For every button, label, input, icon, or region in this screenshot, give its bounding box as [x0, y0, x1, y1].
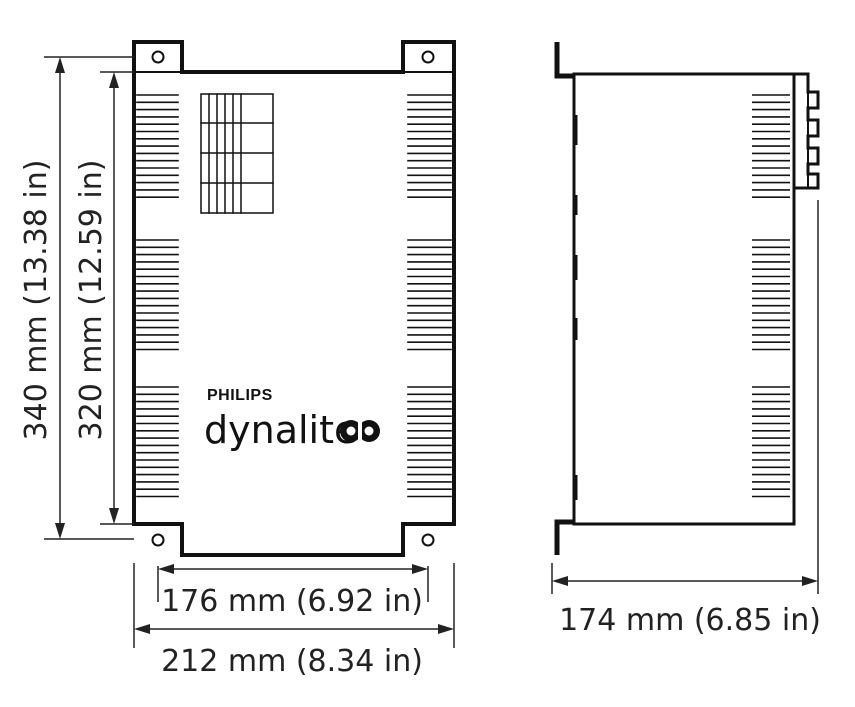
dimension-overall-height: 340 mm (13.38 in) [19, 160, 54, 441]
dimension-mounting-width: 176 mm (6.92 in) [161, 584, 423, 619]
side-body [572, 72, 796, 526]
side-connector-profile [794, 72, 820, 190]
terminal-grid [200, 93, 274, 214]
front-body-outline [132, 40, 456, 557]
dimension-lines [44, 56, 819, 648]
side-view [554, 42, 820, 555]
mount-hole-top-right [421, 50, 435, 64]
dimension-depth: 174 mm (6.85 in) [559, 603, 821, 638]
brand-product-line: dynalite [204, 408, 357, 452]
front-vent-slots [136, 94, 452, 498]
side-flange-top [554, 42, 574, 79]
dimension-mounting-height: 320 mm (12.59 in) [74, 160, 109, 441]
front-view [132, 40, 456, 557]
dynalite-logo-icon [340, 420, 380, 442]
side-vent-slots [752, 94, 790, 498]
brand-company: PHILIPS [207, 387, 273, 404]
mount-hole-top-left [151, 50, 165, 64]
mount-hole-bottom-left [151, 533, 165, 547]
mount-hole-bottom-right [421, 533, 435, 547]
dimension-overall-width: 212 mm (8.34 in) [161, 644, 423, 679]
side-flange-bottom [554, 519, 574, 555]
